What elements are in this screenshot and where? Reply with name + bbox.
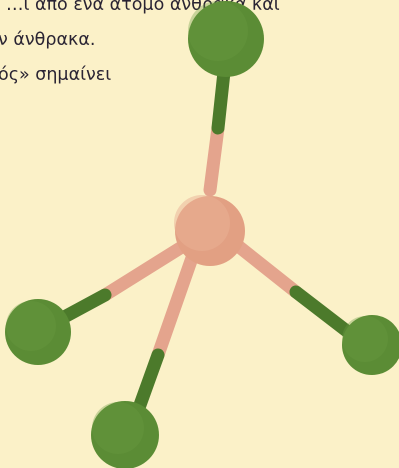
bond-bottom — [133, 248, 200, 412]
central-atom — [174, 195, 245, 266]
text-line-2: ν άνθρακα. — [0, 30, 96, 50]
bond-right — [221, 231, 355, 339]
body-text: …ι από ένα ατομο ανθρακα και ν άνθρακα. … — [0, 0, 280, 93]
left-atom — [5, 299, 71, 365]
right-atom — [342, 315, 399, 375]
bottom-atom — [91, 401, 159, 468]
bond-left — [48, 238, 192, 329]
bond-top — [203, 65, 231, 197]
text-line-3: ός» σημαίνει — [0, 65, 112, 85]
top-atom — [188, 1, 264, 77]
